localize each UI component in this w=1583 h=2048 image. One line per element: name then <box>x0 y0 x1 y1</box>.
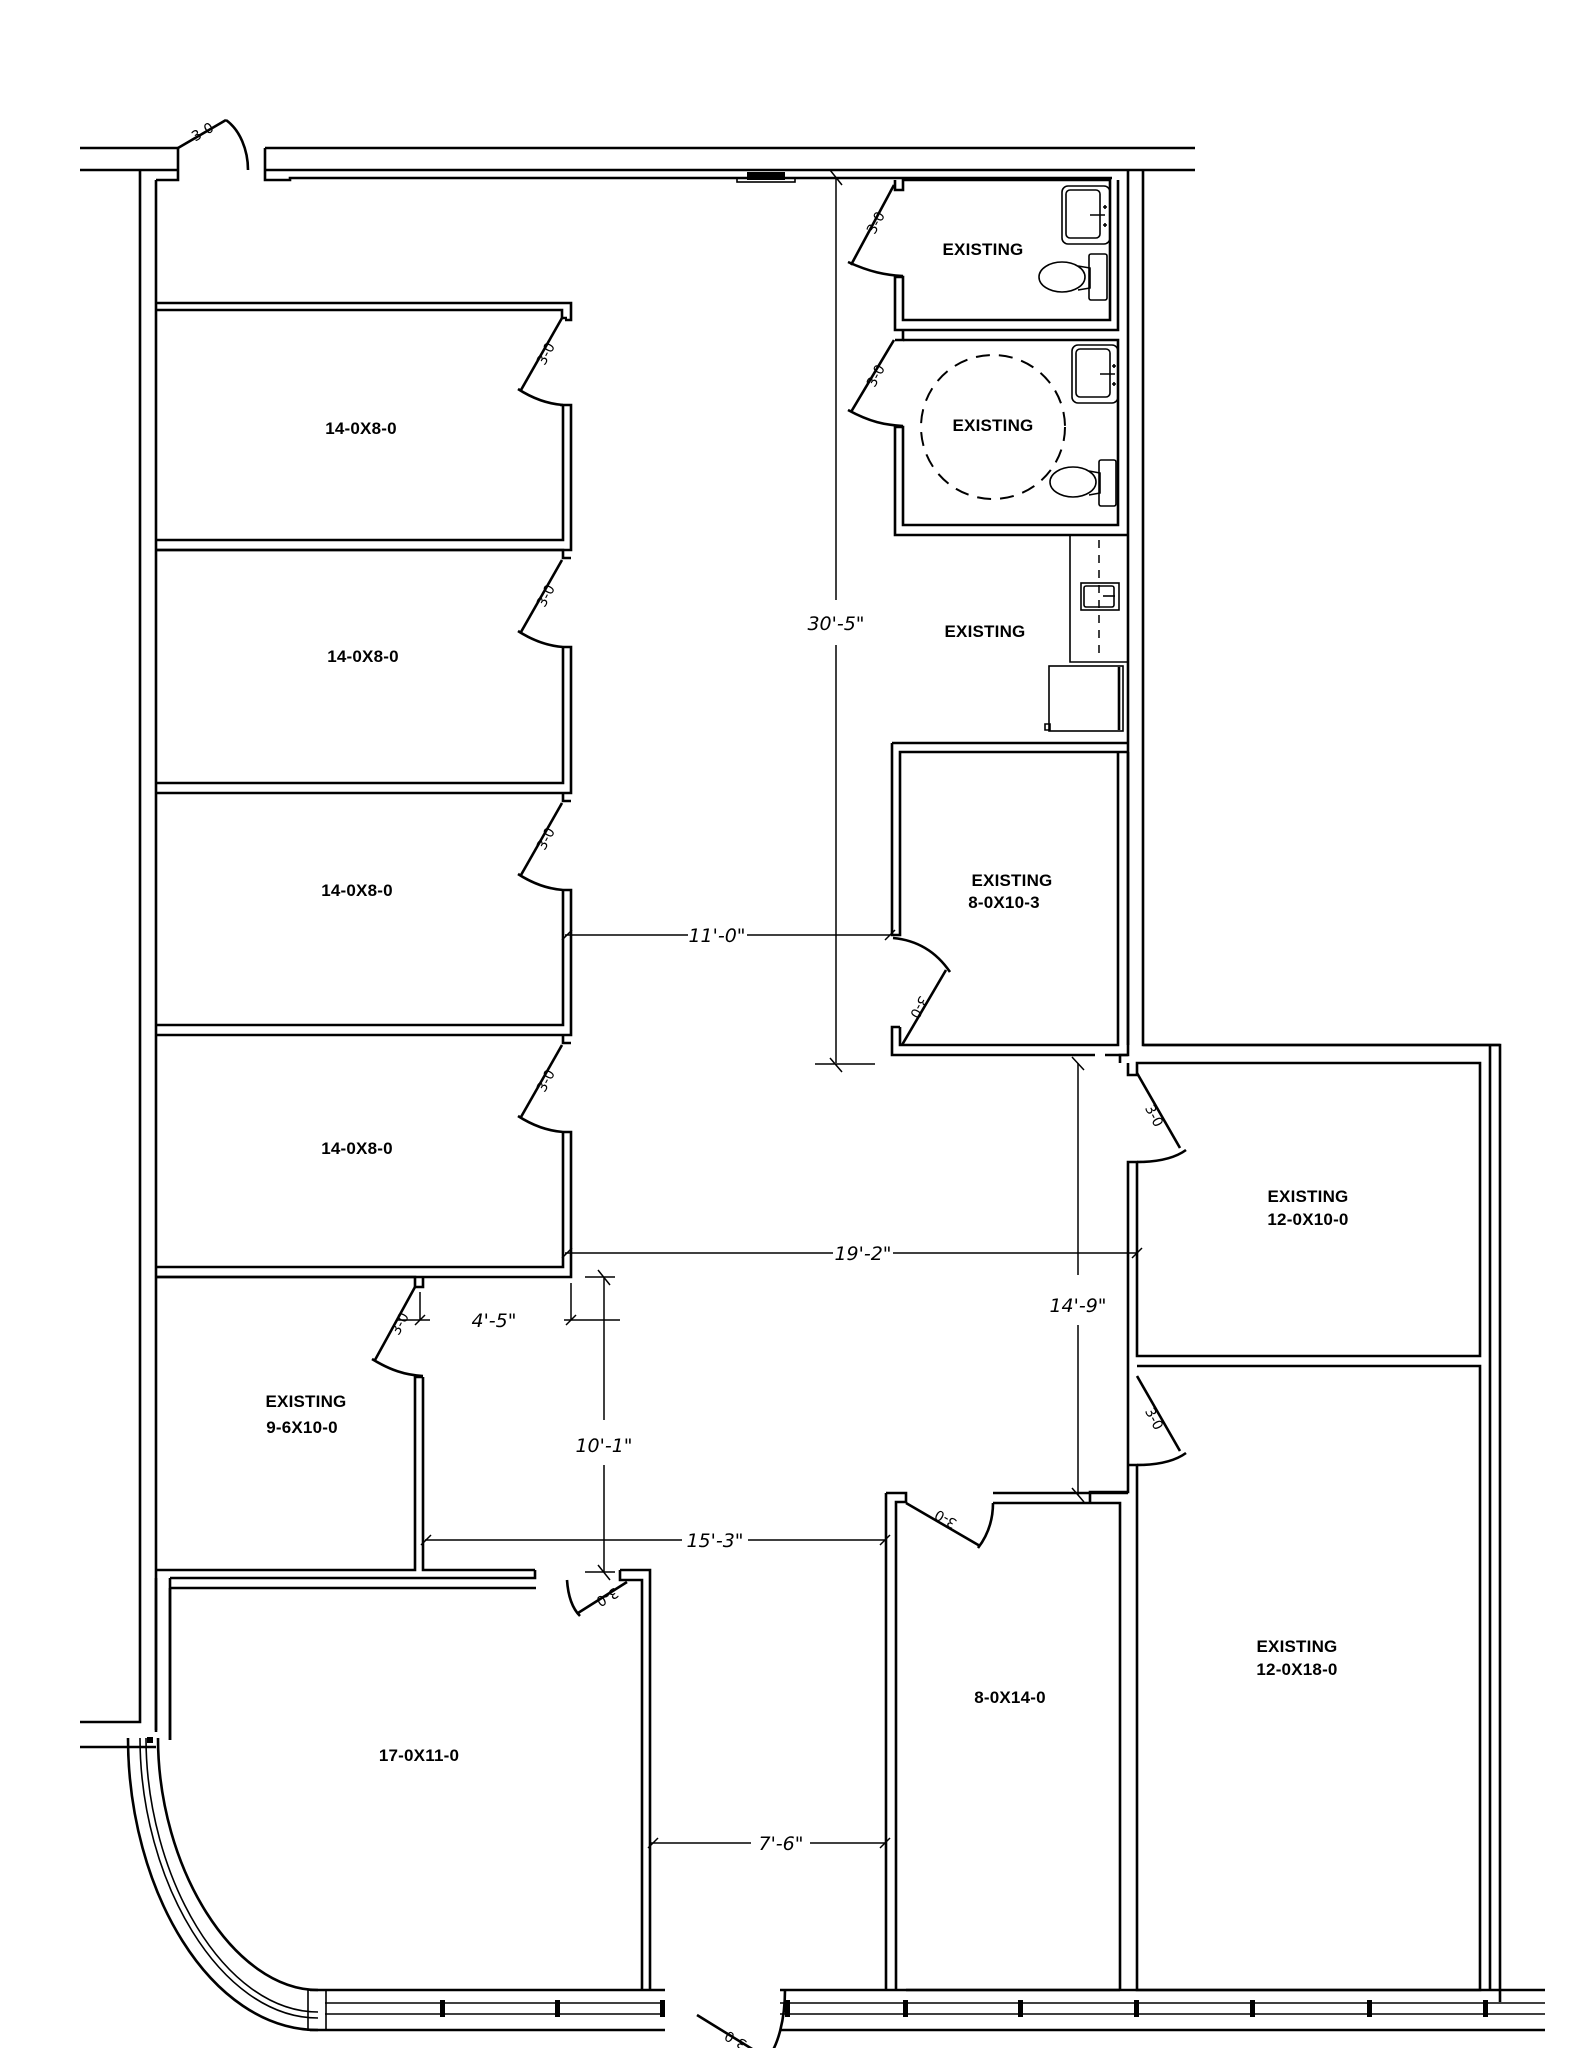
svg-text:3-0: 3-0 <box>534 825 559 853</box>
room-label-12-0x18-0-line2: 12-0X18-0 <box>1256 1660 1337 1679</box>
doors: 3-0 3-0 3-0 3-0 3-0 3-0 <box>177 118 1187 2048</box>
kitchen-sink-icon <box>1080 582 1120 611</box>
svg-text:3-0: 3-0 <box>189 120 217 145</box>
room-label-12-0x10-0-line2: 12-0X10-0 <box>1267 1210 1348 1229</box>
room-label-17-0x11-0: 17-0X11-0 <box>379 1746 459 1765</box>
room-labels: 14-0X8-0 14-0X8-0 14-0X8-0 14-0X8-0 EXIS… <box>266 240 1349 1765</box>
room-label-8-0x10-3-line2: 8-0X10-3 <box>968 893 1040 912</box>
svg-text:11'-0": 11'-0" <box>688 925 745 947</box>
svg-text:3-0: 3-0 <box>534 1067 559 1095</box>
room-label-office-3: 14-0X8-0 <box>321 881 393 900</box>
dimension-4-5: 4'-5" <box>397 1283 620 1332</box>
door-restroom-1[interactable]: 3-0 <box>847 184 904 278</box>
room-label-office-1: 14-0X8-0 <box>325 419 397 438</box>
sink-icon <box>1071 344 1119 404</box>
dimension-10-1: 10'-1" <box>575 1269 633 1581</box>
room-label-12-0x18-0-line1: EXISTING <box>1257 1637 1338 1656</box>
svg-text:3-0: 3-0 <box>722 2027 750 2048</box>
room-9-6x10-0-walls <box>156 1275 537 1740</box>
room-label-8-0x14-0: 8-0X14-0 <box>974 1688 1046 1707</box>
toilet-icon <box>1049 459 1117 507</box>
room-label-restroom-2: EXISTING <box>953 416 1034 435</box>
room-label-kitchenette: EXISTING <box>945 622 1026 641</box>
room-label-office-2: 14-0X8-0 <box>327 647 399 666</box>
refrigerator-icon <box>1044 665 1124 732</box>
svg-text:19'-2": 19'-2" <box>834 1243 891 1265</box>
svg-text:4'-5": 4'-5" <box>472 1310 517 1332</box>
svg-text:3-0: 3-0 <box>906 993 931 1021</box>
svg-text:3-0: 3-0 <box>534 582 559 610</box>
room-17-0x11-0-walls <box>154 1568 652 1990</box>
door-office-2[interactable]: 3-0 <box>517 559 564 649</box>
room-label-9-6-line2: 9-6X10-0 <box>266 1418 338 1437</box>
svg-text:3-0: 3-0 <box>932 1506 960 1531</box>
room-label-8-0x10-3-line1: EXISTING <box>972 871 1053 890</box>
svg-text:3-0: 3-0 <box>1141 1102 1166 1130</box>
dimension-lines: 30'-5" 11'-0" 19'-2" 14'-9" 4'-5" <box>397 169 1143 1855</box>
ada-turning-circle <box>920 354 1066 500</box>
fixtures <box>920 185 1124 732</box>
room-label-12-0x10-0-line1: EXISTING <box>1268 1187 1349 1206</box>
door-existing-12-0x18-0[interactable]: 3-0 <box>1135 1375 1187 1467</box>
dimension-11-0: 11'-0" <box>561 925 896 947</box>
door-restroom-2[interactable]: 3-0 <box>847 339 904 428</box>
room-8-0x14-0-walls <box>884 1491 1128 1992</box>
door-office-3[interactable]: 3-0 <box>517 802 564 892</box>
door-office-4[interactable]: 3-0 <box>517 1044 564 1134</box>
door-entry-top[interactable]: 3-0 <box>177 118 250 171</box>
room-label-office-4: 14-0X8-0 <box>321 1139 393 1158</box>
dimension-15-3: 15'-3" <box>420 1530 891 1552</box>
door-office-1[interactable]: 3-0 <box>517 317 564 407</box>
svg-text:3-0: 3-0 <box>388 1310 413 1338</box>
right-rooms-walls <box>1088 1043 1500 1992</box>
door-office-8-0x14-0[interactable]: 3-0 <box>905 1501 995 1549</box>
door-entry-bottom[interactable]: 3-0 <box>696 1989 787 2048</box>
svg-text:3-0: 3-0 <box>1141 1405 1166 1433</box>
toilet-icon <box>1038 253 1108 301</box>
svg-text:10'-1": 10'-1" <box>575 1435 632 1457</box>
door-existing-9-6x10-0[interactable]: 3-0 <box>371 1286 424 1378</box>
sink-icon <box>1061 185 1111 245</box>
svg-text:15'-3": 15'-3" <box>686 1530 743 1552</box>
exterior-walls <box>80 146 1545 2032</box>
door-existing-8-0x10-3[interactable]: 3-0 <box>892 936 952 1046</box>
room-label-9-6-line1: EXISTING <box>266 1392 347 1411</box>
door-office-17-0x11-0[interactable]: 3-0 <box>565 1579 628 1617</box>
restroom-block-walls <box>890 178 1130 1057</box>
svg-text:30'-5": 30'-5" <box>807 613 864 635</box>
wall-vent-icon <box>747 172 785 180</box>
left-offices <box>156 301 573 1279</box>
dimension-19-2: 19'-2" <box>561 1243 1143 1265</box>
dimension-30-5: 30'-5" <box>807 169 875 1073</box>
dimension-14-9: 14'-9" <box>1049 1056 1107 1503</box>
dimension-7-6: 7'-6" <box>647 1833 891 1855</box>
svg-text:14'-9": 14'-9" <box>1049 1295 1106 1317</box>
room-label-restroom-1: EXISTING <box>943 240 1024 259</box>
svg-text:7'-6": 7'-6" <box>759 1833 804 1855</box>
svg-text:3-0: 3-0 <box>534 340 559 368</box>
door-existing-12-0x10-0[interactable]: 3-0 <box>1135 1072 1187 1164</box>
